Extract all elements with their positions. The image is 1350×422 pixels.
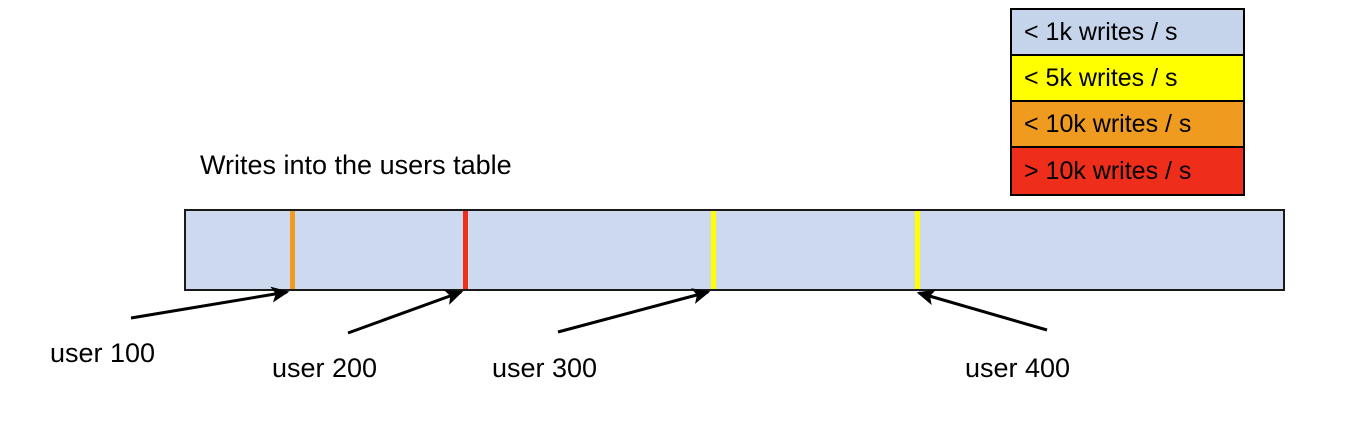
- legend-row-under-1k: < 1k writes / s: [1012, 10, 1243, 56]
- user-300-marker: [711, 211, 716, 289]
- legend-label: > 10k writes / s: [1024, 156, 1192, 185]
- users-table-bar: [184, 209, 1285, 291]
- chart-title: Writes into the users table: [200, 150, 512, 180]
- callout-label-user-100: user 100: [50, 338, 156, 368]
- legend-row-under-10k: < 10k writes / s: [1012, 102, 1243, 148]
- legend: < 1k writes / s < 5k writes / s < 10k wr…: [1010, 8, 1245, 196]
- callout-label-user-400: user 400: [965, 353, 1071, 383]
- callout-label-user-300: user 300: [492, 353, 598, 383]
- legend-label: < 5k writes / s: [1024, 63, 1178, 92]
- callout-label-user-200: user 200: [272, 353, 378, 383]
- legend-label: < 1k writes / s: [1024, 17, 1178, 46]
- legend-label: < 10k writes / s: [1024, 109, 1192, 138]
- user-200-marker: [463, 211, 468, 289]
- bar-background: [184, 209, 1285, 291]
- user-100-marker: [290, 211, 295, 289]
- user-400-marker: [915, 211, 920, 289]
- legend-row-over-10k: > 10k writes / s: [1012, 148, 1243, 194]
- legend-row-under-5k: < 5k writes / s: [1012, 56, 1243, 102]
